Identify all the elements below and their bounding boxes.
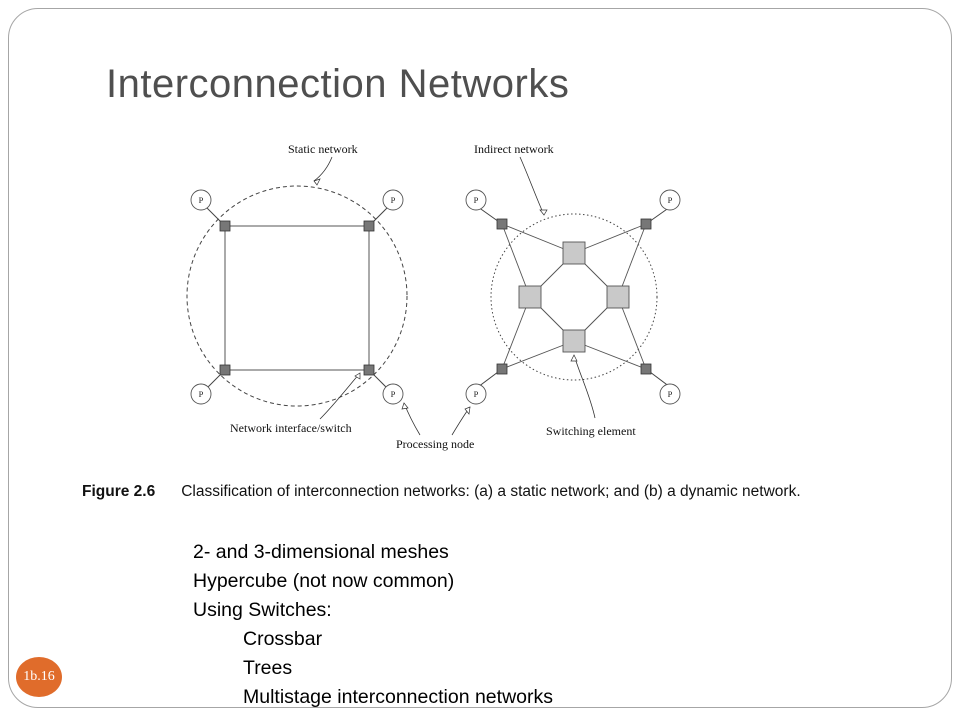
slide-title: Interconnection Networks	[106, 62, 570, 106]
svg-text:P: P	[474, 389, 479, 399]
sub-bullet-item: Trees	[243, 657, 293, 679]
interconnection-network-diagram: P P P P P P P	[186, 142, 681, 451]
processing-node: P	[659, 189, 681, 211]
switching-element	[562, 329, 586, 353]
figure-caption-text: Classification of interconnection networ…	[181, 483, 801, 500]
bullet-item: Hypercube (not now common)	[193, 570, 455, 592]
processing-node: P	[382, 383, 404, 405]
figure-number: Figure 2.6	[82, 483, 156, 500]
figure-caption: Figure 2.6 Classification of interconnect…	[82, 482, 802, 502]
label-processing-node: Processing node	[396, 437, 474, 451]
network-interface	[496, 363, 508, 375]
processing-node: P	[465, 383, 487, 405]
network-interface	[219, 220, 231, 232]
svg-text:P: P	[199, 195, 204, 205]
sub-bullet-item: Multistage interconnection networks	[243, 686, 553, 708]
network-interface	[496, 218, 508, 230]
network-interface	[363, 364, 375, 376]
network-interface	[219, 364, 231, 376]
bullet-list: 2- and 3-dimensional meshes Hypercube (n…	[193, 538, 553, 712]
sub-bullet-item: Crossbar	[243, 628, 323, 650]
processing-node: P	[190, 189, 212, 211]
label-switching-element: Switching element	[546, 424, 636, 438]
svg-text:P: P	[199, 389, 204, 399]
network-interface	[640, 218, 652, 230]
slide-number-badge: 1b.16	[16, 657, 62, 697]
svg-text:P: P	[668, 195, 673, 205]
switching-element	[606, 285, 630, 309]
processing-node: P	[382, 189, 404, 211]
processing-node: P	[465, 189, 487, 211]
label-indirect-network: Indirect network	[474, 142, 554, 156]
processing-node: P	[659, 383, 681, 405]
bullet-item: Using Switches:	[193, 599, 332, 621]
network-interface	[640, 363, 652, 375]
static-network-mesh-links	[224, 225, 370, 371]
static-network-boundary	[186, 185, 408, 407]
indirect-network-boundary	[490, 213, 658, 381]
label-static-network: Static network	[288, 142, 358, 156]
svg-text:P: P	[474, 195, 479, 205]
bullet-item: 2- and 3-dimensional meshes	[193, 541, 449, 563]
svg-text:P: P	[668, 389, 673, 399]
label-network-interface: Network interface/switch	[230, 421, 352, 435]
processing-node: P	[190, 383, 212, 405]
switching-element	[518, 285, 542, 309]
slide-frame	[8, 8, 952, 708]
switching-element	[562, 241, 586, 265]
network-interface	[363, 220, 375, 232]
svg-text:P: P	[391, 195, 396, 205]
svg-text:P: P	[391, 389, 396, 399]
